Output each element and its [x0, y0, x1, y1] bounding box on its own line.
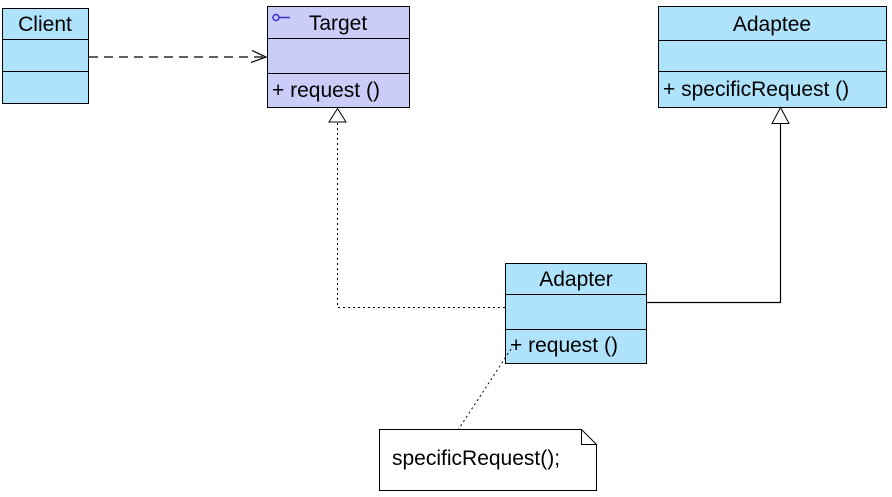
class-adaptee-name: Adaptee	[733, 13, 811, 36]
class-adapter-body	[505, 263, 647, 364]
dependency-client-target	[89, 49, 268, 64]
note-body	[379, 429, 597, 491]
class-adapter-name: Adapter	[539, 268, 613, 291]
note-folded-corner	[581, 429, 597, 445]
class-adapter-operation: + request ()	[510, 334, 618, 357]
class-client-body	[2, 8, 89, 104]
class-target: Target + request ()	[267, 6, 410, 108]
class-adaptee: Adaptee + specificRequest ()	[658, 6, 887, 108]
realization-adapter-target	[328, 107, 505, 308]
generalization-line	[647, 124, 782, 304]
hollow-triangle-arrowhead	[771, 106, 790, 124]
hollow-triangle-arrowhead	[328, 107, 347, 123]
generalization-adapter-adaptee	[647, 106, 790, 304]
realization-line	[337, 122, 505, 308]
open-arrowhead	[250, 49, 268, 64]
class-client-name: Client	[18, 13, 72, 36]
uml-note: specificRequest();	[379, 429, 597, 491]
interface-key-icon	[272, 13, 290, 22]
note-anchor-line	[457, 348, 512, 431]
class-target-body	[267, 6, 410, 108]
note-text: specificRequest();	[392, 447, 560, 470]
class-target-operation: + request ()	[272, 79, 380, 102]
class-adapter: Adapter + request ()	[505, 263, 647, 364]
class-adaptee-operation: + specificRequest ()	[663, 78, 849, 101]
class-adaptee-body	[658, 6, 887, 108]
class-target-name: Target	[309, 12, 368, 35]
class-client: Client	[2, 8, 89, 104]
